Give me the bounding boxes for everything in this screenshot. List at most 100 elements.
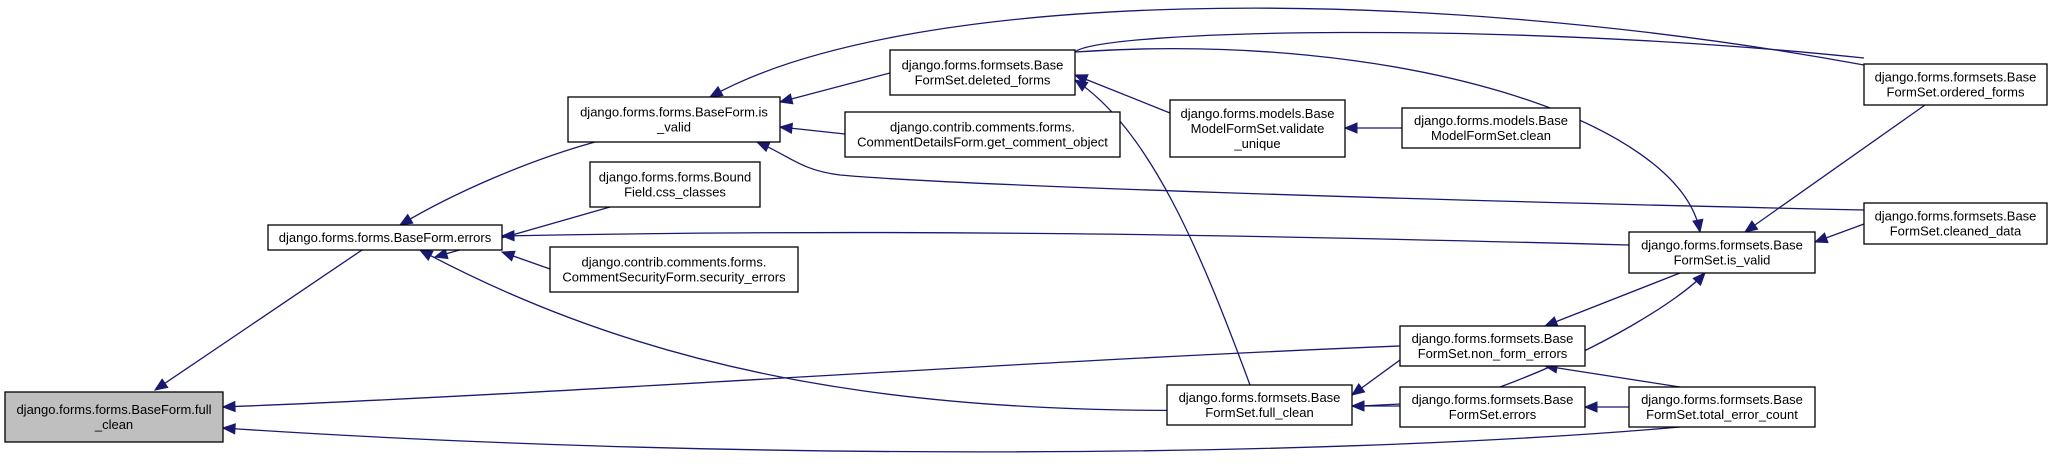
node-label-line: django.contrib.comments.forms. (582, 255, 767, 270)
node-label-line: django.forms.formsets.Base (1412, 331, 1574, 346)
edge-line (756, 141, 1865, 211)
edge-line (154, 249, 363, 391)
node-full-clean[interactable]: django.forms.forms.BaseForm.full_clean (4, 391, 224, 443)
node-deleted-forms[interactable]: django.forms.formsets.BaseFormSet.delete… (889, 49, 1076, 96)
node-label-line: FormSet.full_clean (1205, 405, 1313, 420)
edge-line (709, 7, 1865, 98)
arrowhead (778, 122, 794, 135)
node-non-form-errors[interactable]: django.forms.formsets.BaseFormSet.non_fo… (1399, 325, 1586, 367)
node-box (589, 161, 761, 208)
edge-fs-is-valid-to-non-form-errors (1543, 272, 1681, 327)
edge-errors-to-full-clean (153, 249, 363, 391)
node-box (4, 391, 224, 443)
edge-line (222, 426, 1681, 453)
arrowhead (153, 378, 169, 391)
edge-non-form-errors-to-full-clean (221, 345, 1401, 413)
arrowhead (1692, 272, 1706, 287)
edge-is-valid-to-errors (398, 141, 596, 226)
node-cleaned-data[interactable]: django.forms.formsets.BaseFormSet.cleane… (1863, 202, 2048, 245)
arrowhead (221, 423, 236, 435)
edge-line (1074, 79, 1251, 386)
edge-security-errors-to-errors (500, 250, 551, 270)
arrowhead (1813, 232, 1829, 244)
node-fs-is-valid[interactable]: django.forms.formsets.BaseFormSet.is_val… (1628, 231, 1816, 274)
node-box (549, 246, 799, 293)
edge-fs-errors-to-fs-is-valid (1499, 272, 1706, 388)
node-label-line: ModelFormSet.clean (1431, 128, 1551, 143)
edge-ordered-forms-to-is-valid (708, 7, 1865, 98)
node-label-line: django.contrib.comments.forms. (890, 120, 1075, 135)
node-box (1863, 63, 2048, 106)
arrowhead (221, 400, 236, 413)
node-get-comment-object[interactable]: django.contrib.comments.forms.CommentDet… (844, 111, 1121, 158)
node-box (267, 224, 503, 251)
arrowhead (1743, 220, 1759, 233)
edge-total-error-count-to-fs-errors (1583, 401, 1629, 413)
node-label-line: _clean (94, 417, 133, 432)
node-fs-full-clean[interactable]: django.forms.formsets.BaseFormSet.full_c… (1166, 384, 1353, 426)
node-label-line: django.forms.formsets.Base (1641, 392, 1803, 407)
node-label-line: FormSet.deleted_forms (915, 73, 1051, 88)
node-label-line: CommentDetailsForm.get_comment_object (857, 135, 1108, 150)
node-label-line: FormSet.is_valid (1674, 253, 1771, 268)
call-nodes: django.forms.forms.BaseForm.full_clean dj… (4, 49, 2048, 443)
node-label-line: django.forms.forms.BaseForm.errors (279, 230, 492, 245)
arrowhead (1692, 218, 1704, 234)
node-box (1399, 386, 1586, 428)
edge-ordered-forms-to-fs-is-valid (1074, 31, 1865, 234)
arrowhead (500, 229, 515, 242)
edge-cleaned-data-to-fs-is-valid (1813, 223, 1865, 244)
edge-line (222, 345, 1401, 408)
arrowhead (1543, 316, 1559, 327)
arrowhead (1073, 79, 1089, 92)
node-box (1863, 202, 2048, 245)
edge-fs-is-valid-to-errors (500, 229, 1630, 246)
node-label-line: _unique (1233, 136, 1280, 151)
edge-line (399, 141, 596, 226)
node-label-line: _valid (656, 120, 691, 135)
node-box (1628, 386, 1816, 428)
node-model-clean[interactable]: django.forms.models.BaseModelFormSet.cle… (1401, 107, 1581, 149)
edge-line (1544, 272, 1681, 327)
node-label-line: django.forms.formsets.Base (1412, 392, 1574, 407)
edge-get-comment-object-to-is-valid (778, 122, 846, 135)
edge-line (1544, 365, 1681, 388)
edge-validate-unique-to-deleted-forms (1073, 74, 1171, 114)
arrowhead (1343, 122, 1358, 134)
node-validate-unique[interactable]: django.forms.models.BaseModelFormSet.val… (1169, 99, 1346, 158)
node-total-error-count[interactable]: django.forms.formsets.BaseFormSet.total_… (1628, 386, 1816, 428)
node-label-line: django.forms.models.Base (1414, 113, 1568, 128)
arrowhead (1350, 382, 1366, 396)
node-label-line: django.forms.forms.BaseForm.is (580, 105, 768, 120)
arrowhead (433, 248, 449, 260)
edge-total-error-count-to-full-clean (221, 423, 1681, 453)
node-box (1166, 384, 1353, 426)
arrowhead (418, 249, 434, 261)
node-css-classes[interactable]: django.forms.forms.BoundField.css_classe… (589, 161, 761, 208)
node-label-line: FormSet.cleaned_data (1890, 224, 2022, 239)
edge-fs-errors-to-fs-full-clean (1350, 400, 1400, 412)
arrowhead (500, 250, 516, 262)
node-is-valid[interactable]: django.forms.forms.BaseForm.is_valid (567, 96, 781, 143)
node-label-line: CommentSecurityForm.security_errors (562, 270, 786, 285)
edge-line (1074, 74, 1171, 114)
arrowhead (778, 93, 794, 105)
edge-line (1074, 31, 1865, 233)
node-label-line: django.forms.forms.Bound (599, 170, 751, 185)
node-label-line: Field.css_classes (624, 185, 726, 200)
edge-model-clean-to-validate-unique (1343, 122, 1402, 134)
arrowhead (708, 85, 724, 98)
node-ordered-forms[interactable]: django.forms.formsets.BaseFormSet.ordere… (1863, 63, 2048, 106)
node-errors[interactable]: django.forms.forms.BaseForm.errors (267, 224, 503, 251)
node-box (1401, 107, 1581, 149)
node-box (889, 49, 1076, 96)
node-label-line: django.forms.formsets.Base (1641, 238, 1803, 253)
node-box (1628, 231, 1816, 274)
edge-deleted-forms-to-is-valid (778, 72, 891, 105)
node-security-errors[interactable]: django.contrib.comments.forms.CommentSec… (549, 246, 799, 293)
node-box (1399, 325, 1586, 367)
node-box (844, 111, 1121, 158)
node-label-line: django.forms.formsets.Base (902, 58, 1064, 73)
